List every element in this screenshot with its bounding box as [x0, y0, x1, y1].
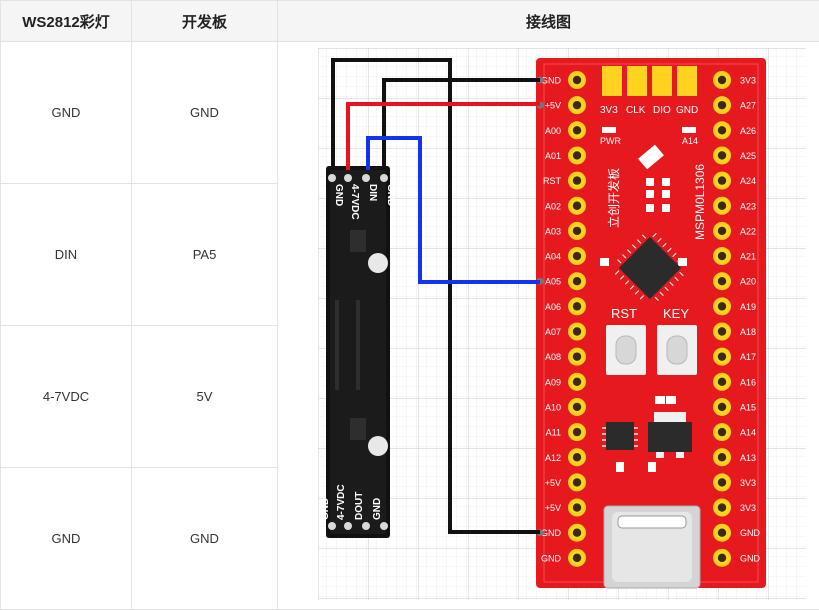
- left-pin-label: A12: [545, 453, 561, 463]
- header-led: WS2812彩灯: [1, 1, 132, 42]
- left-pin-label: A05: [545, 277, 561, 287]
- left-pin-label: +5V: [545, 478, 561, 488]
- ldo-regulator: [648, 412, 692, 458]
- silk-pwr: PWR: [600, 136, 621, 146]
- strip-top-label: 4-7VDC: [349, 184, 360, 220]
- left-pin-label: RST: [543, 176, 562, 186]
- left-pin-label: A02: [545, 201, 561, 211]
- strip-top-label: DIN: [367, 184, 378, 201]
- right-pin-label: A19: [740, 302, 756, 312]
- right-pin-label: 3V3: [740, 503, 756, 513]
- right-pin-label: A15: [740, 402, 756, 412]
- silk-key: KEY: [663, 306, 689, 321]
- right-pin-label: 3V3: [740, 76, 756, 86]
- strip-bottom-label: 4-7VDC: [336, 484, 347, 520]
- table-header-row: WS2812彩灯 开发板 接线图: [1, 1, 819, 42]
- right-pin-label: A27: [740, 101, 756, 111]
- left-pin-label: A03: [545, 226, 561, 236]
- header-label-clk: CLK: [626, 105, 646, 116]
- right-pin-label: A21: [740, 252, 756, 262]
- right-pin-label: GND: [740, 553, 761, 563]
- right-pin-label: A23: [740, 201, 756, 211]
- cell-board: GND: [132, 42, 278, 184]
- left-pin-label: GND: [541, 528, 562, 538]
- left-pin-label: A07: [545, 327, 561, 337]
- left-pin-label: A01: [545, 151, 561, 161]
- left-pin-label: +5V: [545, 503, 561, 513]
- strip-bottom-label: GND: [320, 498, 331, 520]
- strip-bottom-label: GND: [372, 498, 383, 520]
- left-pin-label: A10: [545, 402, 561, 412]
- strip-top-label: GND: [385, 184, 396, 206]
- silk-board-name: 立创开发板: [606, 168, 621, 228]
- right-pin-label: A22: [740, 226, 756, 236]
- right-pin-label: A26: [740, 126, 756, 136]
- left-pin-label: GND: [541, 553, 562, 563]
- left-pin-label: A06: [545, 302, 561, 312]
- cell-led: GND: [1, 42, 132, 184]
- right-pin-label: 3V3: [740, 478, 756, 488]
- cell-board: 5V: [132, 326, 278, 468]
- right-pin-label: A16: [740, 377, 756, 387]
- header-label-gnd: GND: [676, 105, 698, 116]
- right-pin-label: A24: [740, 176, 756, 186]
- header-label-dio: DIO: [653, 105, 671, 116]
- cell-led: 4-7VDC: [1, 326, 132, 468]
- strip-top-label: GND: [333, 184, 344, 206]
- right-pin-label: A25: [740, 151, 756, 161]
- rst-button[interactable]: [606, 325, 646, 375]
- left-pin-label: GND: [541, 76, 562, 86]
- right-pin-label: A14: [740, 428, 756, 438]
- header-board: 开发板: [132, 1, 278, 42]
- left-pin-label: A00: [545, 126, 561, 136]
- key-button[interactable]: [657, 325, 697, 375]
- silk-rst: RST: [611, 306, 637, 321]
- usb-converter-chip: [602, 422, 638, 450]
- left-pin-label: A08: [545, 352, 561, 362]
- led-strip: GND 4-7VDC DIN GND GND 4-7VDC DOUT GND: [320, 166, 396, 538]
- right-pin-label: GND: [740, 528, 761, 538]
- cell-led: DIN: [1, 184, 132, 326]
- header-diagram: 接线图: [278, 1, 819, 42]
- right-pin-label: A20: [740, 277, 756, 287]
- strip-bottom-label: DOUT: [354, 492, 365, 520]
- right-pin-label: A13: [740, 453, 756, 463]
- header-label-3v3: 3V3: [600, 105, 618, 116]
- right-pin-label: A18: [740, 327, 756, 337]
- silk-board-model: MSPM0L1306: [693, 164, 707, 240]
- cell-board: PA5: [132, 184, 278, 326]
- left-pin-label: A04: [545, 252, 561, 262]
- right-pin-label: A17: [740, 352, 756, 362]
- usb-c-port: [604, 506, 700, 588]
- cell-board: GND: [132, 468, 278, 610]
- left-pin-label: +5V: [545, 101, 561, 111]
- silk-a14: A14: [682, 136, 698, 146]
- left-pin-label: A09: [545, 377, 561, 387]
- wiring-diagram: GND 4-7VDC DIN GND GND 4-7VDC DOUT GND 3…: [277, 41, 819, 607]
- left-pin-label: A11: [546, 428, 561, 438]
- cell-led: GND: [1, 468, 132, 610]
